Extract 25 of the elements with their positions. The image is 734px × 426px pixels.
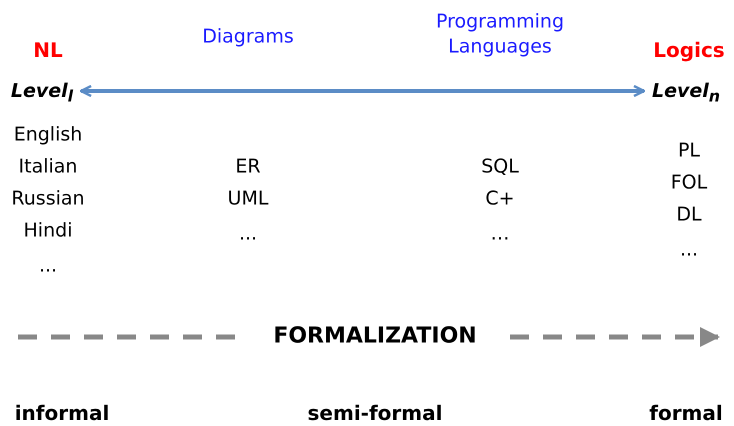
language-name: Russian [11, 186, 85, 212]
level-label: Level$_{l}$ [10, 78, 74, 108]
ellipsis: ... [680, 238, 698, 262]
diagram-type: ER [235, 154, 261, 180]
category-heading: Programming Languages [434, 9, 566, 59]
diagram-type: UML [228, 186, 268, 212]
ellipsis: ... [38, 254, 58, 278]
logic-name: PL [678, 138, 700, 164]
category-heading: Logics [653, 37, 725, 63]
language-name: Hindi [24, 218, 72, 244]
logic-name: DL [676, 202, 702, 228]
scale-label: formal [649, 400, 723, 426]
scale-label: informal [14, 400, 110, 426]
logic-name: FOL [670, 170, 708, 196]
double-arrow [80, 84, 646, 98]
ellipsis: ... [238, 222, 258, 246]
ellipsis: … [490, 222, 510, 246]
language-name: Italian [18, 154, 78, 180]
language-name: English [14, 122, 82, 148]
level-label: Level$_{n}$ [652, 78, 720, 108]
category-heading: Diagrams [202, 24, 294, 50]
scale-label: semi-formal [308, 400, 442, 426]
category-heading: NL [33, 37, 63, 63]
programming-language: C+ [485, 186, 515, 212]
programming-language: SQL [481, 154, 519, 180]
